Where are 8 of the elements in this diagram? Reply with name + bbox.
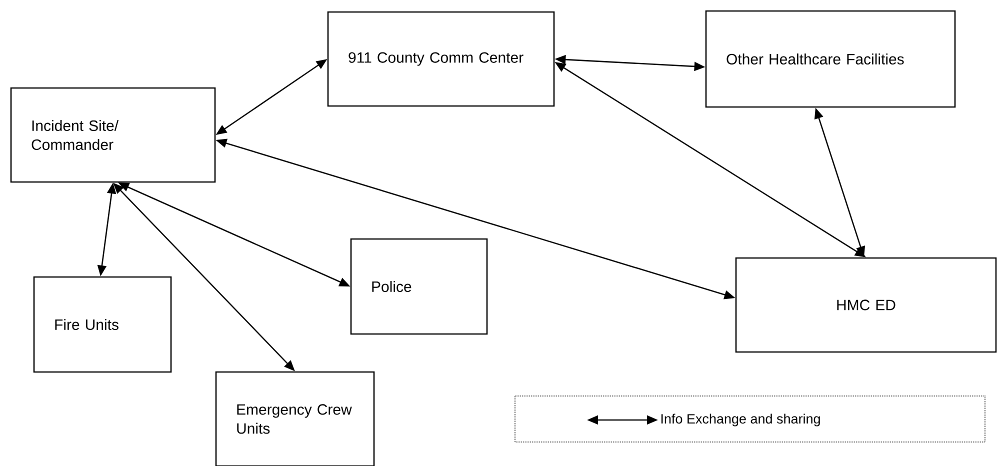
- legend-text: Info Exchange and sharing: [661, 414, 820, 426]
- process-box: Other Healthcare Facilities: [705, 10, 956, 108]
- process-box: Emergency Crew Units: [215, 371, 375, 466]
- process-box: 911 County Comm Center: [327, 11, 555, 107]
- process-box: Incident Site/ Commander: [10, 87, 216, 183]
- process-box: Police: [350, 238, 488, 335]
- process-box: HMC ED: [735, 257, 997, 353]
- process-box: Fire Units: [33, 276, 172, 373]
